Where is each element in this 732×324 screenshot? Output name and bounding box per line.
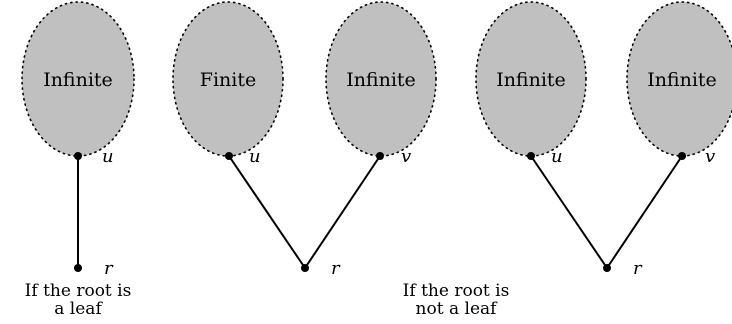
root-vertex-label: r — [104, 258, 114, 279]
caption-line-1: If the root is — [403, 281, 510, 301]
case-root-not-leaf-infinite: Infinite Infinite u v r — [475, 1, 732, 279]
root-vertex-r — [603, 264, 611, 272]
subtree-label: Finite — [200, 69, 256, 91]
edge-v-r — [606, 155, 683, 269]
caption-line-1: If the root is — [25, 281, 132, 301]
root-vertex-label: r — [331, 258, 341, 279]
root-vertex-label: r — [633, 258, 643, 279]
vertex-u — [225, 152, 233, 160]
case-root-is-leaf: Infinite u r If the root is a leaf — [21, 1, 135, 319]
subtree-label: Infinite — [496, 69, 566, 91]
vertex-v — [376, 152, 384, 160]
edge-u-r — [228, 155, 306, 269]
subtree-label: Infinite — [43, 69, 113, 91]
edge-v-r — [304, 155, 381, 269]
edge-u-r — [530, 155, 608, 269]
vertex-u — [527, 152, 535, 160]
root-vertex-r — [301, 264, 309, 272]
root-vertex-r — [74, 264, 82, 272]
vertex-u-label: u — [102, 146, 114, 167]
vertex-v — [678, 152, 686, 160]
subtree-label: Infinite — [647, 69, 717, 91]
vertex-u — [74, 152, 82, 160]
vertex-u-label: u — [551, 146, 563, 167]
case-root-not-leaf-finite: Finite Infinite u v r — [172, 1, 437, 279]
caption-root-not-leaf: If the root is not a leaf — [403, 281, 510, 319]
subtree-blob-infinite — [21, 1, 135, 157]
subtree-label: Infinite — [346, 69, 416, 91]
vertex-v-label: v — [401, 146, 411, 167]
vertex-v-label: v — [705, 146, 715, 167]
caption-line-2: a leaf — [54, 299, 103, 319]
vertex-u-label: u — [249, 146, 261, 167]
caption-line-2: not a leaf — [416, 299, 499, 319]
